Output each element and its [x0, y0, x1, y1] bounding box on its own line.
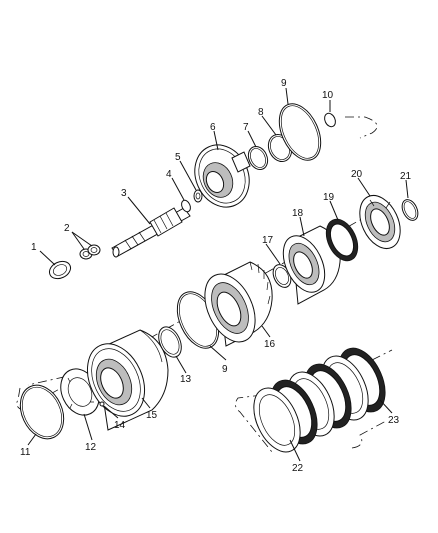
- callout-21: 21: [400, 171, 412, 182]
- part-21-snap-ring: [401, 199, 419, 221]
- callout-5: 5: [175, 152, 181, 163]
- callout-20: 20: [351, 169, 363, 180]
- part-13-seal: [158, 326, 182, 358]
- leader-lines: [27, 87, 409, 462]
- part-9-large-seal-ring-upper: [278, 103, 322, 161]
- callout-14: 14: [114, 420, 126, 431]
- callout-22: 22: [292, 463, 304, 474]
- part-2-seal-rings: [79, 244, 101, 260]
- part-7-o-ring: [247, 145, 269, 171]
- part-10-small-ring: [324, 112, 336, 128]
- callout-10: 10: [322, 90, 334, 101]
- callout-13: 13: [180, 374, 192, 385]
- part-1-snap-ring: [48, 260, 72, 280]
- part-18-drum: [282, 225, 341, 305]
- callout-9-lower: 9: [222, 364, 228, 375]
- callout-2: 2: [64, 223, 70, 234]
- callout-12: 12: [85, 442, 97, 453]
- part-4-small-ring: [181, 199, 191, 213]
- part-5-bearing: [193, 189, 203, 203]
- part-6-hub: [194, 144, 251, 208]
- clutch-pack-plates: [253, 347, 386, 453]
- part-19-friction-ring: [325, 218, 359, 262]
- callout-4: 4: [166, 169, 172, 180]
- callout-3: 3: [121, 188, 127, 199]
- callout-7: 7: [243, 122, 249, 133]
- callout-labels: 1 2 3 4 5 6 7 8 9 10 11 12 13 14 15 16 1…: [20, 78, 412, 474]
- part-17-small-ring: [272, 264, 292, 288]
- callout-18: 18: [292, 208, 304, 219]
- part-14-ball: [99, 401, 105, 407]
- callout-19: 19: [323, 192, 335, 203]
- callout-17: 17: [262, 235, 274, 246]
- callout-8: 8: [258, 107, 264, 118]
- part-16-clutch-hub: [204, 261, 273, 347]
- part-11-snap-ring: [19, 384, 65, 440]
- part-3-input-shaft: [111, 207, 191, 258]
- callout-16: 16: [264, 339, 276, 350]
- callout-23: 23: [388, 415, 400, 426]
- callout-1: 1: [31, 242, 37, 253]
- callout-11: 11: [20, 447, 31, 458]
- callout-15: 15: [146, 410, 158, 421]
- part-15-piston-housing: [86, 329, 169, 431]
- callout-6: 6: [210, 122, 216, 133]
- lower-envelope: [235, 349, 393, 453]
- callout-9-upper: 9: [281, 78, 287, 89]
- part-20-pressure-plate: [359, 195, 401, 249]
